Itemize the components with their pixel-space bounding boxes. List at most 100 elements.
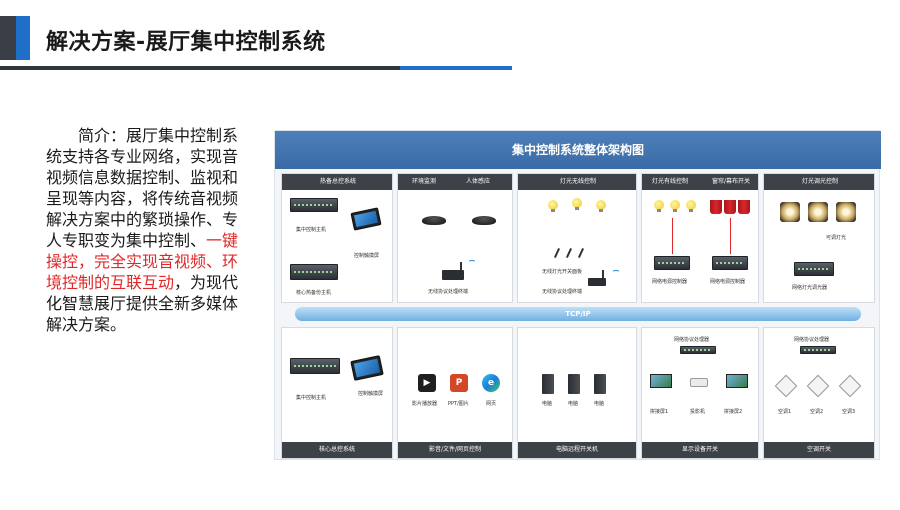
switch-icon [577, 248, 585, 258]
device-label: 电脑 [568, 401, 579, 407]
device-label: 无线灯光开关面板 [542, 269, 583, 275]
panel-media-control: ▶ P e 影片播放器 PPT/图片 网页 影音/文件/网页控制 [397, 327, 513, 459]
computer-icon [594, 374, 606, 394]
tcp-ip-bus: TCP/IP [295, 307, 861, 321]
panel-wireless-lighting: 灯光无线控制 无线灯光开关面板 无线协议处理终端 [517, 173, 637, 303]
computer-icon [568, 374, 580, 394]
panel-footer: 显示设备开关 [642, 442, 758, 458]
power-controller-device [654, 256, 690, 270]
air-conditioner-icon [774, 374, 798, 398]
panel-header: 灯光调光控制 [764, 174, 874, 190]
control-host-device [290, 198, 338, 212]
panel-environment: 环境监测人体感应 无线协议处理终端 [397, 173, 513, 303]
device-label: 网络协议处理器 [674, 337, 710, 343]
bulb-icon [572, 198, 582, 210]
sensor-icon [422, 216, 446, 225]
page-title: 解决方案-展厅集中控制系统 [46, 30, 326, 55]
intro-text-1: 简介：展厅集中控制系统支持各专业网络，实现音视频信息数据控制、监视和呈现等内容，… [46, 126, 239, 250]
device-label: 空调3 [842, 409, 856, 415]
panel-header-label: 灯光无线控制 [559, 178, 596, 185]
panel-footer: 影音/文件/网页控制 [398, 442, 512, 458]
device-label: 网络电源控制器 [652, 279, 688, 285]
protocol-processor-device [800, 346, 836, 354]
curtain-icon [738, 200, 750, 214]
wireless-terminal-device [588, 270, 606, 286]
panel-header: 灯光有线控制窗帘/幕布开关 [642, 174, 758, 190]
power-controller-device [712, 256, 748, 270]
panel-footer: 空调开关 [764, 442, 874, 458]
panel-header: 灯光无线控制 [518, 174, 636, 190]
device-label: 集中控制主机 [296, 227, 327, 233]
device-label: 核心热备份主机 [296, 290, 332, 296]
panel-header: 热备总控系统 [282, 174, 392, 190]
ppt-icon: P [450, 374, 468, 392]
curtain-icon [710, 200, 722, 214]
panel-ac-power: 网络协议处理器 空调1 空调2 空调3 空调开关 [763, 327, 875, 459]
bulb-icon [654, 200, 664, 212]
sensor-icon [472, 216, 496, 225]
header-accent-blue [16, 16, 30, 60]
header-underline-dark [0, 66, 400, 70]
device-label: 空调1 [778, 409, 792, 415]
splice-screen-icon [650, 374, 672, 388]
panel-header-label: 窗帘/幕布开关 [712, 178, 751, 185]
switch-icon [553, 248, 561, 258]
panel-header-label: 灯光调光控制 [801, 178, 838, 185]
bulb-icon [670, 200, 680, 212]
device-label: 拼接屏2 [724, 409, 743, 415]
connection-line [730, 218, 731, 254]
device-label: 空调2 [810, 409, 824, 415]
device-label: 影片播放器 [412, 401, 438, 407]
device-label: 集中控制主机 [296, 395, 327, 401]
panel-pc-power: 电脑 电脑 电脑 电脑远程开关机 [517, 327, 637, 459]
panel-header-label: 人体感应 [466, 178, 491, 185]
air-conditioner-icon [838, 374, 862, 398]
control-host-device [290, 358, 340, 374]
spotlight-icon [836, 202, 856, 222]
device-label: 投影机 [690, 409, 706, 415]
device-label: 网络灯光调光器 [792, 285, 828, 291]
intro-paragraph: 简介：展厅集中控制系统支持各专业网络，实现音视频信息数据控制、监视和呈现等内容，… [46, 125, 241, 335]
spotlight-icon [808, 202, 828, 222]
video-player-icon: ▶ [418, 374, 436, 392]
device-label: 控制触摸屏 [358, 391, 384, 397]
panel-core-control: 集中控制主机 控制触摸屏 核心总控系统 [281, 327, 393, 459]
panel-hot-backup: 热备总控系统 集中控制主机 控制触摸屏 核心热备份主机 [281, 173, 393, 303]
intro-text-2: ，为现代化智慧展厅提供全新多媒体解决方案。 [46, 273, 239, 334]
device-label: PPT/图片 [448, 401, 469, 407]
panel-footer: 电脑远程开关机 [518, 442, 636, 458]
intro-highlight: 一键操控，完全实现音视频、环境控制的互联互动 [46, 231, 239, 292]
bulb-icon [596, 200, 606, 212]
switch-icon [565, 248, 573, 258]
diagram-title: 集中控制系统整体架构图 [275, 131, 881, 169]
device-label: 网络电源控制器 [710, 279, 746, 285]
header-underline-blue [400, 66, 512, 70]
device-label: 无线协议处理终端 [542, 289, 583, 295]
projector-icon [690, 378, 708, 387]
device-label: 电脑 [542, 401, 553, 407]
splice-screen-icon [726, 374, 748, 388]
backup-host-device [290, 264, 338, 280]
device-label: 电脑 [594, 401, 605, 407]
panel-header-label: 热备总控系统 [319, 178, 356, 185]
panel-dimming: 灯光调光控制 可调灯光 网络灯光调光器 [763, 173, 875, 303]
wifi-icon [468, 260, 476, 265]
architecture-diagram: 集中控制系统整体架构图 热备总控系统 集中控制主机 控制触摸屏 核心热备份主机 … [274, 130, 881, 460]
panel-wired-lighting: 灯光有线控制窗帘/幕布开关 网络电源控制器 网络电源控制器 [641, 173, 759, 303]
browser-icon: e [482, 374, 500, 392]
air-conditioner-icon [806, 374, 830, 398]
device-label: 控制触摸屏 [354, 253, 380, 259]
curtain-icon [724, 200, 736, 214]
protocol-processor-device [680, 346, 716, 354]
connection-line [672, 218, 673, 254]
device-label: 网页 [486, 401, 497, 407]
bulb-icon [686, 200, 696, 212]
panel-header-label: 环境监测 [412, 178, 437, 185]
wireless-terminal-device [442, 262, 464, 280]
computer-icon [542, 374, 554, 394]
device-label: 拼接屏1 [650, 409, 669, 415]
bulb-icon [548, 200, 558, 212]
wifi-icon [612, 270, 620, 275]
panel-footer: 核心总控系统 [282, 442, 392, 458]
